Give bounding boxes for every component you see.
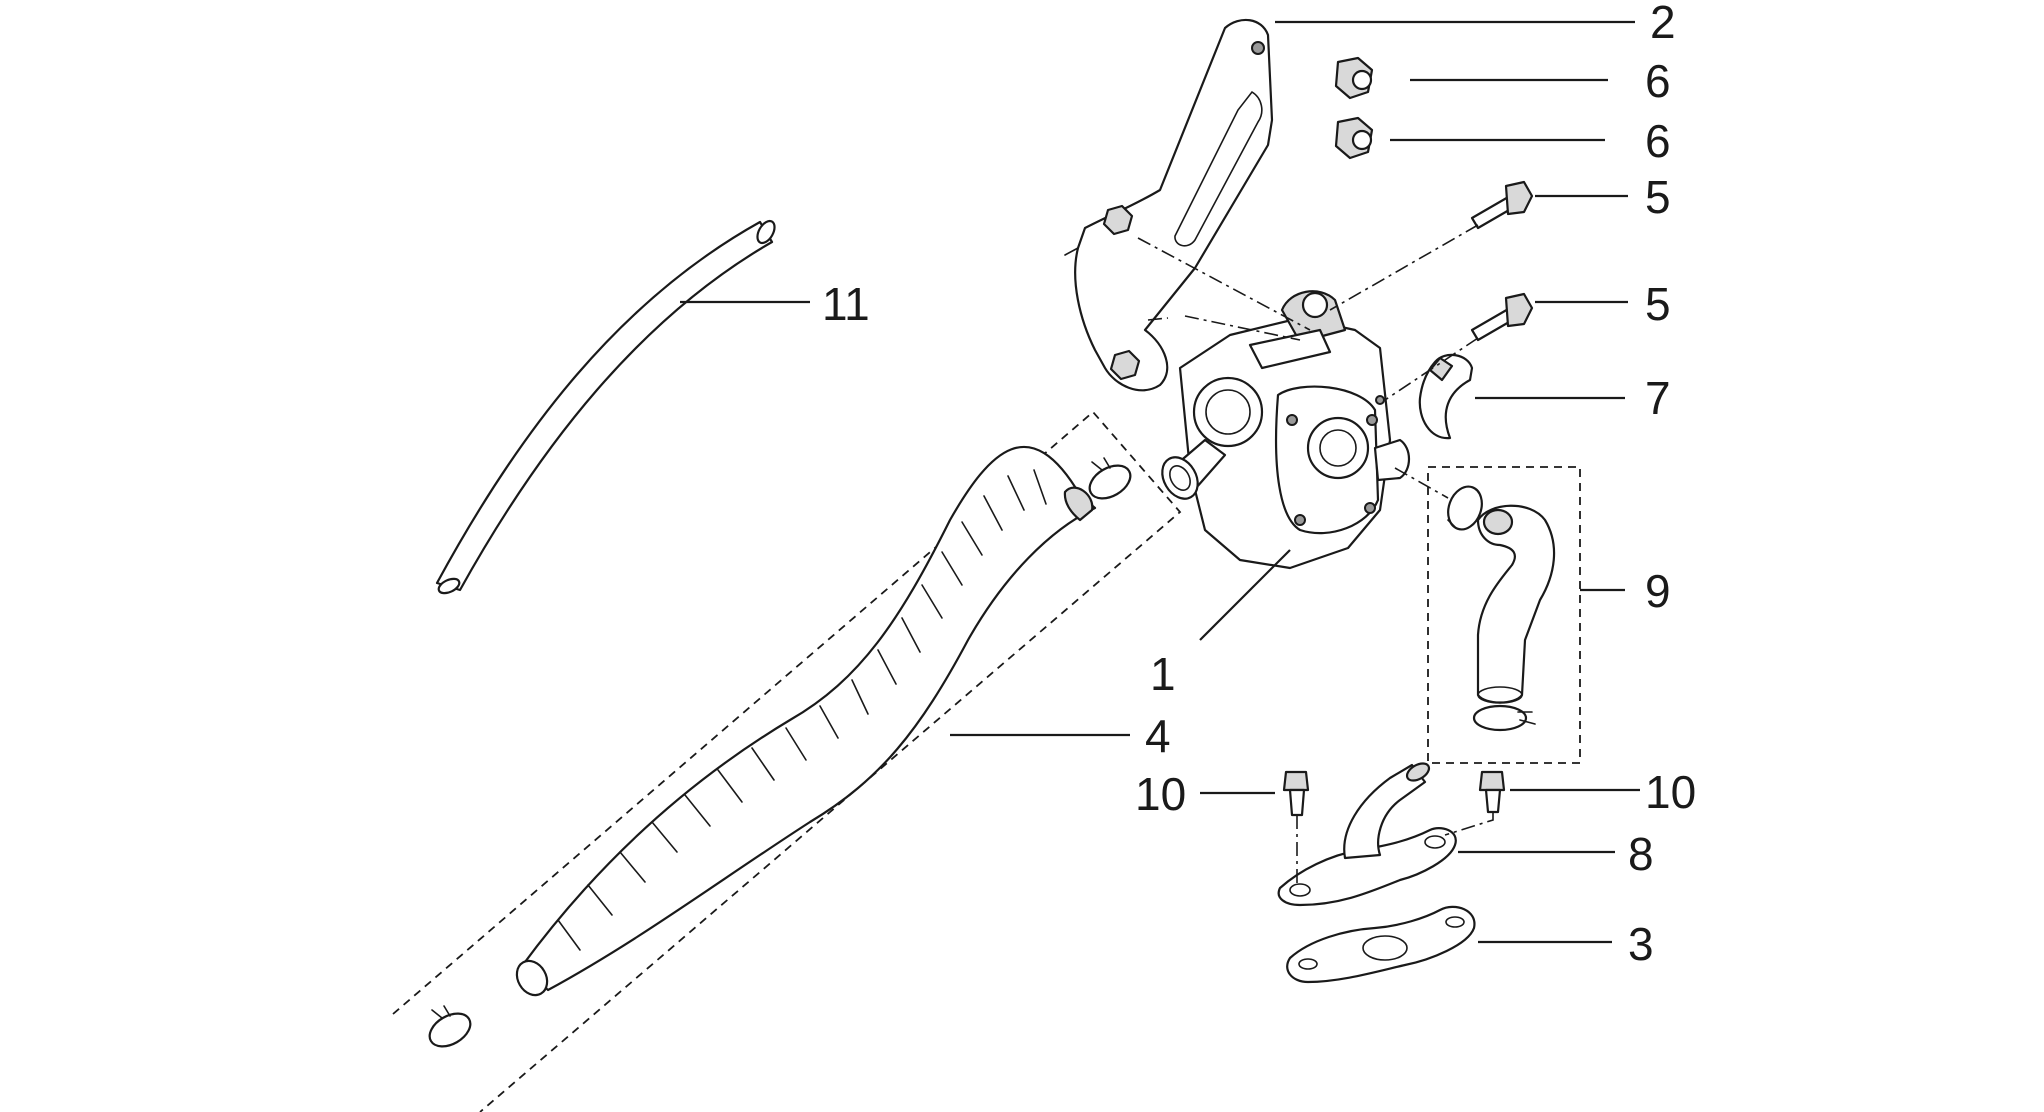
callout-9: 9	[1645, 565, 1671, 617]
assembly-centerlines	[1137, 224, 1494, 888]
callout-10-right: 10	[1645, 766, 1696, 818]
part-9-elbow-hose	[1476, 504, 1556, 704]
part-2-nut-upper	[1102, 204, 1134, 236]
callout-labels: 2 6 6 5 5 7 9 1 4 10 10 8 3 11	[822, 0, 1696, 970]
part-1-pump-body	[1161, 290, 1411, 570]
part-4-hose-assembly	[392, 410, 1182, 1112]
part-10-bolt-right	[1478, 770, 1506, 814]
part-5-bolt-upper	[1470, 180, 1534, 230]
callout-11: 11	[822, 278, 870, 330]
callout-10-left: 10	[1135, 768, 1186, 820]
callout-1: 1	[1150, 648, 1176, 700]
part-6-nut-lower	[1334, 116, 1374, 160]
part-3-gasket	[1286, 905, 1476, 984]
callout-7: 7	[1645, 372, 1671, 424]
callout-5-lower: 5	[1645, 278, 1671, 330]
part-4-hose-clamp-bottom	[428, 1005, 472, 1048]
part-7-clip	[1418, 353, 1474, 440]
part-4-hose-clamp-top	[1088, 457, 1132, 500]
part-6-nut-upper	[1334, 56, 1374, 100]
part-4-corrugation-rings	[557, 469, 1047, 951]
callout-2: 2	[1650, 0, 1676, 48]
callout-8: 8	[1628, 828, 1654, 880]
part-10-bolt-left	[1282, 770, 1310, 817]
part-8-outlet-flange	[1277, 762, 1457, 907]
part-2-bracket	[1064, 18, 1274, 392]
part-5-bolt-lower	[1470, 292, 1534, 342]
part-4-corrugated-hose	[515, 445, 1097, 997]
callout-4: 4	[1145, 710, 1171, 762]
part-9-hose-clamp-top	[1447, 485, 1483, 531]
callout-6-upper: 6	[1645, 55, 1671, 107]
part-11-hose	[435, 219, 776, 595]
part-2-nut-lower	[1109, 349, 1141, 381]
callout-3: 3	[1628, 918, 1654, 970]
leader-lines	[680, 20, 1640, 944]
callout-6-lower: 6	[1645, 115, 1671, 167]
part-9-elbow-hose-assembly	[1427, 466, 1581, 764]
callout-5-upper: 5	[1645, 171, 1671, 223]
part-9-hose-clamp-bottom	[1472, 704, 1536, 732]
